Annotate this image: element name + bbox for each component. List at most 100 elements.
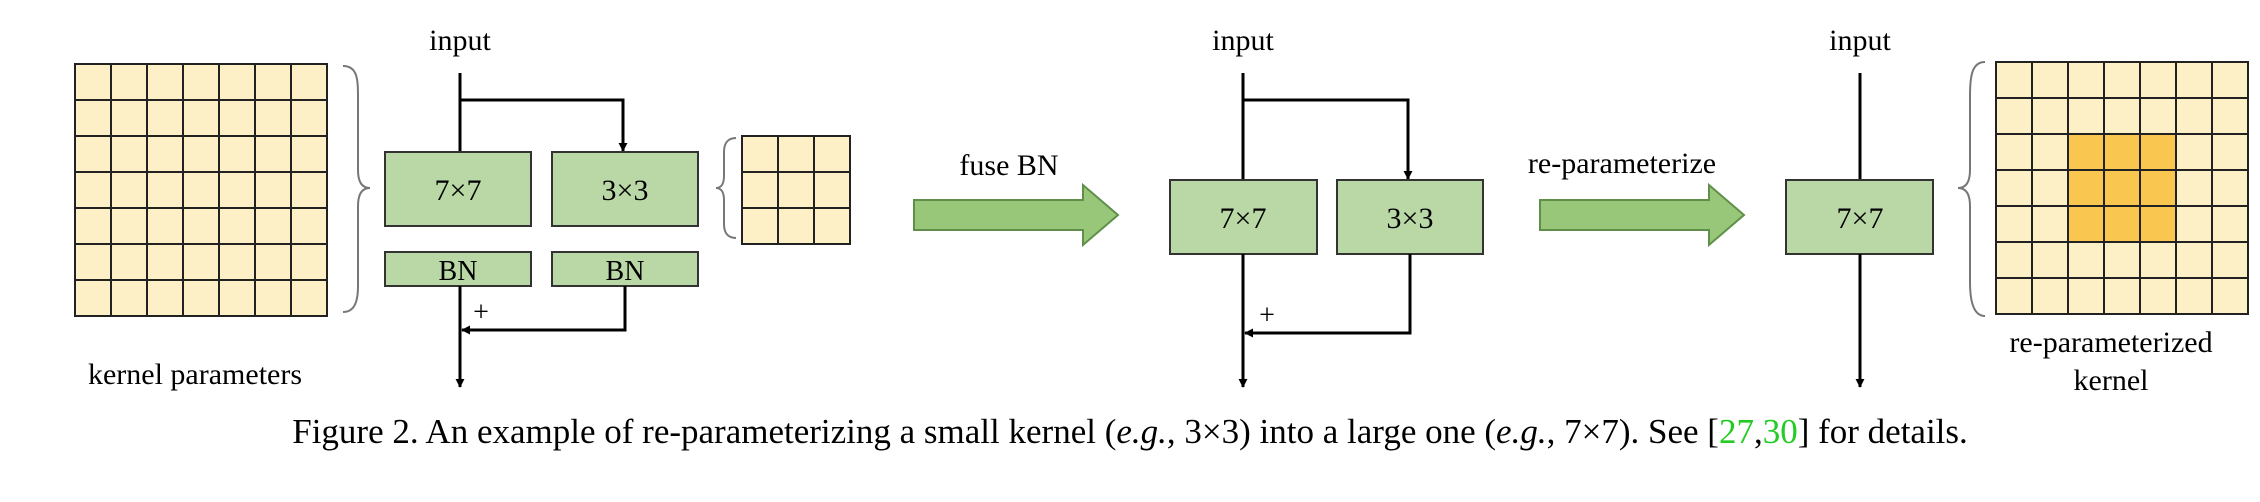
right-curly-brace xyxy=(1957,61,1986,317)
kernel-cell xyxy=(2103,277,2141,315)
kernel-cell-center xyxy=(2139,133,2177,171)
kernel-cell-center xyxy=(2103,169,2141,207)
kernel-cell xyxy=(74,279,112,317)
kernel-cell xyxy=(182,279,220,317)
left-skip-wire xyxy=(460,98,628,152)
kernel-cell xyxy=(2067,97,2105,135)
small-kernel-grid-3x3 xyxy=(741,135,851,245)
kernel-cell xyxy=(218,279,256,317)
kernel-cell xyxy=(182,207,220,245)
kernel-cell xyxy=(254,207,292,245)
kernel-cell xyxy=(2211,133,2249,171)
conv-7x7-box xyxy=(384,151,532,227)
kernel-cell xyxy=(146,171,184,209)
kernel-cell xyxy=(182,63,220,101)
kernel-cell-center xyxy=(2067,205,2105,243)
middle-sum-sign: + xyxy=(1259,300,1275,331)
kernel-cell xyxy=(2031,97,2069,135)
kernel-cell xyxy=(218,207,256,245)
middle-input-label: input xyxy=(1212,24,1274,57)
kernel-cell xyxy=(110,63,148,101)
kernel-cell xyxy=(254,135,292,173)
kernel-cell xyxy=(74,135,112,173)
kernel-cell xyxy=(2175,241,2213,279)
caption-text-2: , 3×3) into a large one ( xyxy=(1166,412,1497,451)
kernel-cell xyxy=(290,135,328,173)
kernel-cell xyxy=(2211,277,2249,315)
kernel-cell xyxy=(2211,61,2249,99)
fuse-bn-label: fuse BN xyxy=(959,149,1058,182)
kernel-cell xyxy=(2175,169,2213,207)
citation-link-27[interactable]: 27 xyxy=(1718,412,1754,451)
kernel-cell-center xyxy=(2067,169,2105,207)
kernel-cell xyxy=(2103,241,2141,279)
conv-7x7-fused-label: 7×7 xyxy=(1220,202,1267,235)
bn-7x7-label: BN xyxy=(439,256,478,287)
caption-eg-2: e.g. xyxy=(1496,412,1547,451)
kernel-cell xyxy=(74,99,112,137)
small-kernel-curly-brace xyxy=(715,137,737,239)
conv-3x3-fused-label: 3×3 xyxy=(1387,202,1434,235)
kernel-cell xyxy=(218,135,256,173)
kernel-cell xyxy=(74,171,112,209)
conv-7x7-final-label: 7×7 xyxy=(1837,202,1884,235)
kernel-cell xyxy=(2211,241,2249,279)
kernel-cell xyxy=(218,243,256,281)
kernel-cell xyxy=(1995,61,2033,99)
middle-branch-merge-wire xyxy=(1244,254,1412,338)
kernel-cell xyxy=(1995,205,2033,243)
kernel-cell xyxy=(110,171,148,209)
conv-7x7-fused-box xyxy=(1169,179,1318,255)
left-sum-sign: + xyxy=(473,297,489,328)
kernel-cell xyxy=(2211,205,2249,243)
kernel-cell-center xyxy=(2139,169,2177,207)
kernel-cell xyxy=(1995,241,2033,279)
kernel-cell xyxy=(2103,97,2141,135)
kernel-cell xyxy=(146,99,184,137)
kernel-cell xyxy=(2067,61,2105,99)
kernel-cell xyxy=(110,279,148,317)
kernel-cell xyxy=(777,207,815,245)
kernel-cell xyxy=(182,243,220,281)
kernel-cell xyxy=(2031,133,2069,171)
kernel-cell xyxy=(2211,97,2249,135)
kernel-cell xyxy=(146,63,184,101)
citation-link-30[interactable]: 30 xyxy=(1762,412,1798,451)
kernel-cell xyxy=(254,279,292,317)
conv-7x7-label: 7×7 xyxy=(435,174,482,207)
kernel-cell xyxy=(290,171,328,209)
left-branch-merge-wire xyxy=(461,286,627,335)
kernel-cell xyxy=(110,243,148,281)
kernel-cell xyxy=(146,207,184,245)
kernel-cell xyxy=(2067,277,2105,315)
caption-citation-separator: , xyxy=(1753,412,1763,451)
left-input-label: input xyxy=(429,24,491,57)
kernel-cell xyxy=(777,171,815,209)
kernel-cell xyxy=(741,207,779,245)
caption-text-3: , 7×7). See [ xyxy=(1546,412,1719,451)
kernel-cell xyxy=(182,99,220,137)
kernel-cell xyxy=(254,63,292,101)
kernel-cell xyxy=(2175,61,2213,99)
kernel-cell xyxy=(218,99,256,137)
caption-text-4: ] for details. xyxy=(1797,412,1968,451)
conv-7x7-final-box xyxy=(1785,179,1934,255)
kernel-cell-center xyxy=(2103,205,2141,243)
kernel-cell xyxy=(182,135,220,173)
kernel-cell xyxy=(290,279,328,317)
kernel-cell xyxy=(182,171,220,209)
kernel-cell xyxy=(2175,277,2213,315)
kernel-cell xyxy=(2067,241,2105,279)
kernel-cell xyxy=(813,135,851,173)
kernel-cell xyxy=(2139,97,2177,135)
kernel-cell xyxy=(2031,241,2069,279)
fuse-bn-arrow xyxy=(913,182,1120,248)
reparameterization-diagram: kernel parameters input 7×7 3×3 BN BN + … xyxy=(74,24,2249,397)
kernel-cell xyxy=(290,207,328,245)
kernel-cell xyxy=(74,207,112,245)
kernel-cell xyxy=(2175,97,2213,135)
kernel-cell xyxy=(74,243,112,281)
kernel-cell xyxy=(290,63,328,101)
conv-3x3-label: 3×3 xyxy=(602,174,649,207)
